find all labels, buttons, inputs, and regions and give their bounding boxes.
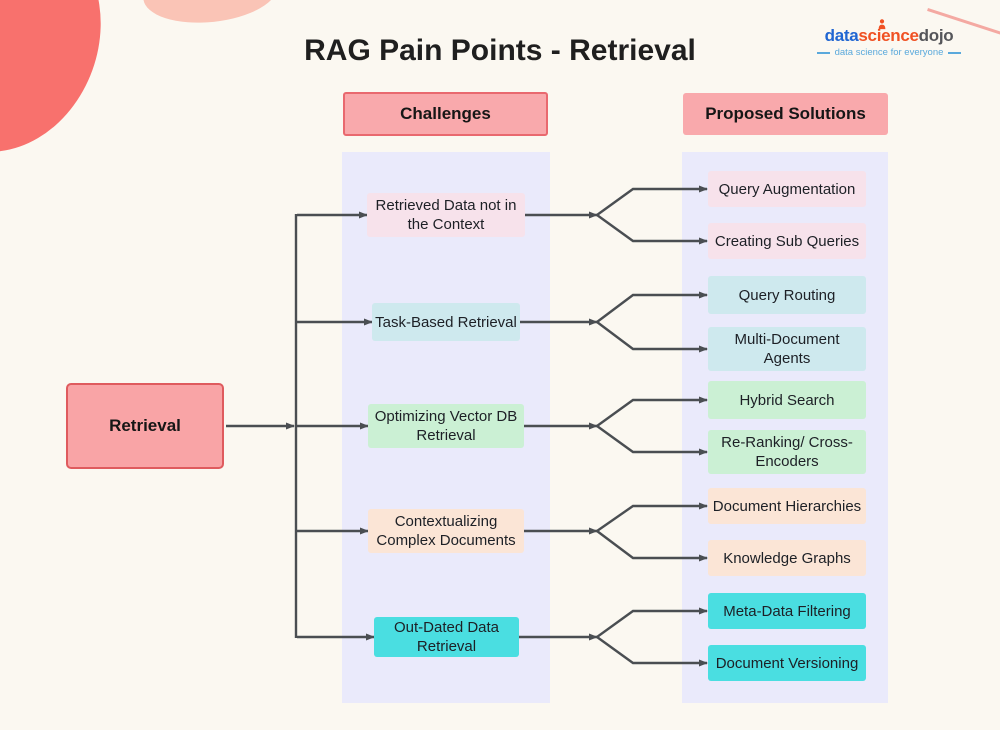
logo-word-data: data (824, 26, 859, 45)
solution-node: Query Augmentation (708, 171, 866, 207)
logo-wordmark: datasciencedojo (815, 19, 963, 46)
datasciencedojo-logo: datasciencedojo data science for everyon… (815, 19, 963, 58)
logo-word-dojo: dojo (918, 26, 954, 45)
tagline-dash-right (948, 51, 962, 54)
solution-node: Knowledge Graphs (708, 540, 866, 576)
challenges-header: Challenges (343, 92, 548, 136)
challenge-node: Optimizing Vector DB Retrieval (368, 404, 524, 448)
challenge-node: Out-Dated Data Retrieval (374, 617, 519, 657)
challenge-node: Contextualizing Complex Documents (368, 509, 524, 553)
solution-node: Re-Ranking/ Cross-Encoders (708, 430, 866, 474)
challenge-node: Retrieved Data not in the Context (367, 193, 525, 237)
solution-node: Creating Sub Queries (708, 223, 866, 259)
solution-node: Query Routing (708, 276, 866, 314)
tagline-text: data science for everyone (834, 47, 944, 58)
solution-node: Document Versioning (708, 645, 866, 681)
page-title: RAG Pain Points - Retrieval (304, 34, 696, 67)
solution-node: Hybrid Search (708, 381, 866, 419)
proposed-solutions-header: Proposed Solutions (683, 93, 888, 135)
logo-word-science: science (858, 26, 919, 45)
challenge-node: Task-Based Retrieval (372, 303, 520, 341)
logo-tagline: data science for everyone (815, 47, 963, 58)
solution-node: Document Hierarchies (708, 488, 866, 524)
tagline-dash-left (816, 51, 830, 54)
sitting-person-icon (878, 19, 886, 30)
solution-node: Multi-Document Agents (708, 327, 866, 371)
decor-blob-top (140, 0, 281, 29)
root-node-retrieval: Retrieval (66, 383, 224, 469)
solution-node: Meta-Data Filtering (708, 593, 866, 629)
decor-blob-top-left (0, 0, 132, 180)
